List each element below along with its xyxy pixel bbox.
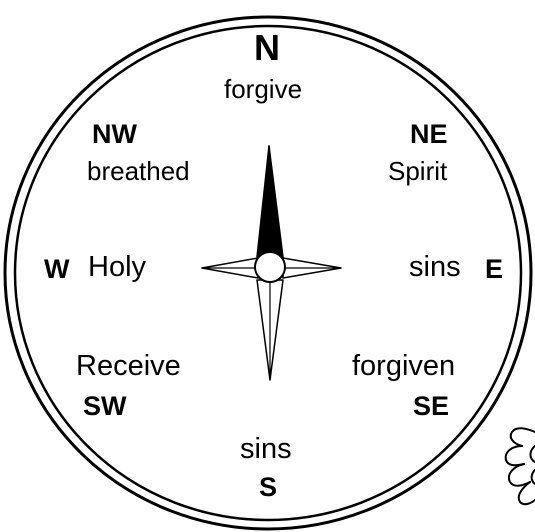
direction-southeast-label: SE	[413, 393, 449, 420]
word-northwest: breathed	[87, 158, 190, 184]
needle-north-right-half	[269, 146, 283, 257]
word-southwest: Receive	[76, 352, 181, 381]
direction-southwest-label: SW	[83, 393, 127, 420]
word-west: Holy	[88, 253, 146, 282]
word-south: sins	[240, 435, 292, 464]
word-east: sins	[409, 253, 461, 282]
word-southeast: forgiven	[352, 352, 455, 381]
direction-northeast-label: NE	[410, 121, 448, 148]
direction-south-label: S	[259, 474, 277, 501]
word-northeast: Spirit	[388, 158, 447, 184]
direction-west-label: W	[44, 256, 69, 283]
direction-east-label: E	[485, 256, 503, 283]
hand-drawing	[506, 428, 535, 504]
compass-hub	[255, 252, 285, 282]
direction-northwest-label: NW	[92, 121, 137, 148]
direction-north-label: N	[254, 30, 280, 66]
word-north: forgive	[224, 76, 302, 102]
compass-needle	[202, 146, 341, 380]
needle-north-left-half	[257, 146, 269, 257]
